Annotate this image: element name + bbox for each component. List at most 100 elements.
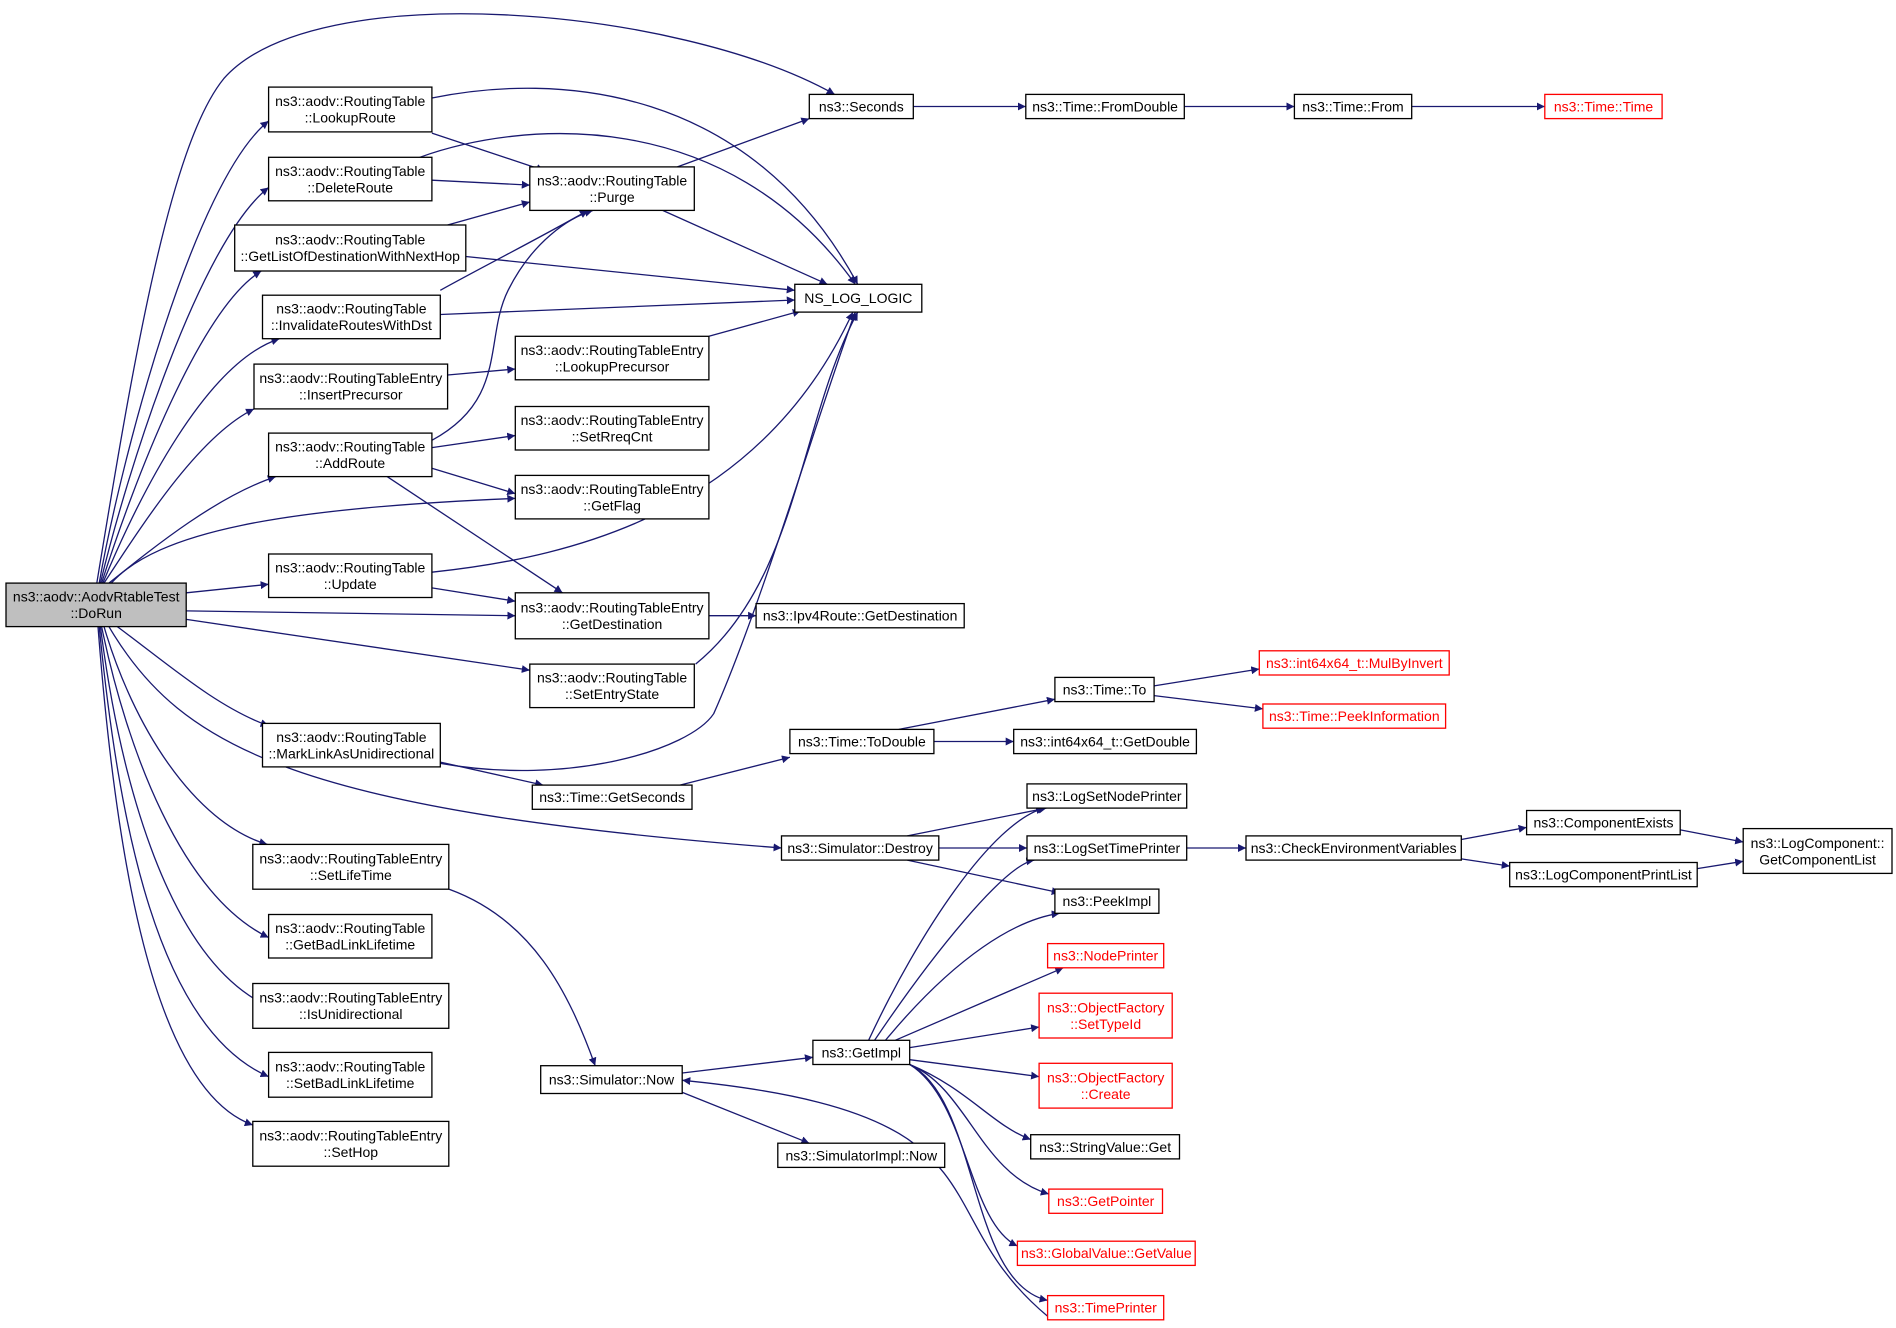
edge-insert-precursor-to-lookup-precursor (447, 365, 516, 376)
node-box (234, 224, 467, 272)
node-set-life-time[interactable]: ns3::aodv::RoutingTableEntry::SetLifeTim… (252, 843, 450, 890)
node-update[interactable]: ns3::aodv::RoutingTable::Update (267, 553, 433, 599)
node-get-destination[interactable]: ns3::aodv::RoutingTableEntry::GetDestina… (514, 592, 710, 640)
node-box (794, 283, 923, 313)
node-label: ::SetEntryState (565, 686, 659, 702)
node-add-route[interactable]: ns3::aodv::RoutingTable::AddRoute (267, 432, 433, 478)
node-time-to[interactable]: ns3::Time::To (1054, 676, 1155, 703)
node-simulator-destroy[interactable]: ns3::Simulator::Destroy (780, 835, 940, 861)
node-peek-information[interactable]: ns3::Time::PeekInformation (1262, 703, 1447, 729)
node-node-printer[interactable]: ns3::NodePrinter (1046, 942, 1165, 969)
node-label: ns3::Time::From (1302, 99, 1403, 115)
node-lookup-precursor[interactable]: ns3::aodv::RoutingTableEntry::LookupPrec… (514, 335, 710, 381)
node-label: ns3::Time::GetSeconds (539, 789, 685, 805)
node-box (1026, 835, 1188, 861)
edge-component-exists-to-get-component-list (1680, 829, 1744, 845)
edge-simulator-destroy-to-peek-impl (907, 859, 1060, 896)
node-box (267, 1051, 433, 1098)
edge-check-env-vars-to-component-exists (1461, 824, 1527, 841)
edge-add-route-to-get-destination (386, 476, 563, 594)
node-box (1054, 888, 1160, 914)
node-purge[interactable]: ns3::aodv::RoutingTable::Purge (529, 166, 695, 212)
node-time-get-seconds[interactable]: ns3::Time::GetSeconds (531, 784, 693, 810)
node-global-value-get-value[interactable]: ns3::GlobalValue::GetValue (1016, 1240, 1196, 1267)
node-box (529, 166, 695, 212)
node-time-from-double[interactable]: ns3::Time::FromDouble (1025, 93, 1185, 120)
edge-mark-link-to-time-get-seconds (440, 761, 544, 788)
node-root[interactable]: ns3::aodv::AodvRtableTest::DoRun (5, 582, 187, 628)
edge-root-to-set-life-time (103, 626, 268, 846)
node-label: ::InsertPrecursor (299, 387, 403, 403)
node-int64-get-double[interactable]: ns3::int64x64_t::GetDouble (1013, 728, 1198, 755)
node-label: ::DoRun (71, 605, 122, 621)
node-delete-route[interactable]: ns3::aodv::RoutingTable::DeleteRoute (267, 156, 433, 202)
edge-add-route-to-purge (431, 208, 593, 441)
node-label: ::IsUnidirectional (299, 1006, 403, 1022)
node-box (261, 294, 441, 340)
node-log-component-print-list[interactable]: ns3::LogComponentPrintList (1509, 861, 1698, 888)
node-box (1013, 728, 1198, 755)
node-object-factory-create[interactable]: ns3::ObjectFactory::Create (1038, 1062, 1173, 1109)
node-set-hop[interactable]: ns3::aodv::RoutingTableEntry::SetHop (252, 1120, 450, 1167)
node-mul-by-invert[interactable]: ns3::int64x64_t::MulByInvert (1258, 650, 1450, 676)
node-ns-log-logic[interactable]: NS_LOG_LOGIC (794, 283, 923, 313)
node-mark-link[interactable]: ns3::aodv::RoutingTable::MarkLinkAsUnidi… (261, 722, 441, 768)
node-time-from[interactable]: ns3::Time::From (1293, 93, 1413, 120)
node-label: ::Update (324, 576, 377, 592)
node-get-bad-link[interactable]: ns3::aodv::RoutingTable::GetBadLinkLifet… (267, 913, 433, 959)
node-label: ns3::int64x64_t::MulByInvert (1266, 655, 1443, 671)
node-invalidate-routes[interactable]: ns3::aodv::RoutingTable::InvalidateRoute… (261, 294, 441, 340)
node-label: ns3::LogSetTimePrinter (1034, 840, 1181, 856)
function-nodes: ns3::aodv::AodvRtableTest::DoRunns3::aod… (5, 86, 1893, 1321)
node-label: ns3::LogComponent:: (1751, 835, 1885, 851)
node-label: ::SetBadLinkLifetime (286, 1075, 415, 1091)
edge-get-impl-to-object-factory-create (909, 1059, 1040, 1080)
node-box (253, 363, 449, 410)
node-box (531, 784, 693, 810)
edge-time-to-to-mul-by-invert (1153, 666, 1260, 687)
node-set-bad-link[interactable]: ns3::aodv::RoutingTable::SetBadLinkLifet… (267, 1051, 433, 1098)
node-set-type-id[interactable]: ns3::ObjectFactory::SetTypeId (1038, 992, 1173, 1039)
node-time-time[interactable]: ns3::Time::Time (1544, 93, 1663, 120)
node-get-list-dest[interactable]: ns3::aodv::RoutingTable::GetListOfDestin… (234, 224, 467, 272)
node-time-to-double[interactable]: ns3::Time::ToDouble (789, 728, 935, 755)
node-get-component-list[interactable]: ns3::LogComponent::GetComponentList (1742, 827, 1893, 875)
node-component-exists[interactable]: ns3::ComponentExists (1525, 809, 1681, 836)
node-get-pointer[interactable]: ns3::GetPointer (1048, 1188, 1164, 1214)
edge-root-to-get-flag (110, 494, 516, 584)
node-check-env-vars[interactable]: ns3::CheckEnvironmentVariables (1245, 835, 1462, 861)
node-get-impl[interactable]: ns3::GetImpl (812, 1039, 911, 1066)
node-label: ns3::aodv::RoutingTable (275, 163, 425, 179)
node-ipv4-get-destination[interactable]: ns3::Ipv4Route::GetDestination (755, 602, 965, 629)
edge-time-printer-to-simulator-now (682, 1077, 1049, 1317)
node-get-flag[interactable]: ns3::aodv::RoutingTableEntry::GetFlag (514, 474, 710, 520)
node-label: ::SetRreqCnt (572, 429, 653, 445)
node-label: ns3::aodv::RoutingTable (275, 1059, 425, 1075)
node-label: ns3::aodv::RoutingTableEntry (259, 851, 442, 867)
node-label: ::GetFlag (583, 497, 641, 513)
node-time-printer[interactable]: ns3::TimePrinter (1046, 1294, 1165, 1321)
node-label: ns3::Simulator::Destroy (787, 840, 933, 856)
node-simulator-impl-now[interactable]: ns3::SimulatorImpl::Now (777, 1142, 946, 1169)
node-peek-impl[interactable]: ns3::PeekImpl (1054, 888, 1160, 914)
node-is-unidirectional[interactable]: ns3::aodv::RoutingTableEntry::IsUnidirec… (252, 982, 450, 1029)
node-box (780, 835, 940, 861)
node-box (1293, 93, 1413, 120)
node-log-set-node-printer[interactable]: ns3::LogSetNodePrinter (1026, 783, 1188, 809)
node-string-value-get[interactable]: ns3::StringValue::Get (1030, 1134, 1181, 1160)
node-label: ns3::Time::ToDouble (798, 734, 926, 750)
node-simulator-now[interactable]: ns3::Simulator::Now (540, 1065, 683, 1095)
edge-time-to-to-peek-information (1154, 694, 1263, 712)
node-label: ns3::GetImpl (822, 1044, 901, 1060)
node-insert-precursor[interactable]: ns3::aodv::RoutingTableEntry::InsertPrec… (253, 363, 449, 410)
edge-check-env-vars-to-log-component-print-list (1461, 858, 1510, 869)
node-log-set-time-printer[interactable]: ns3::LogSetTimePrinter (1026, 835, 1188, 861)
edge-set-life-time-to-simulator-now (448, 888, 597, 1066)
node-box (1509, 861, 1698, 888)
node-lookup-route[interactable]: ns3::aodv::RoutingTable::LookupRoute (267, 86, 433, 133)
node-label: ::LookupRoute (305, 110, 396, 126)
node-seconds[interactable]: ns3::Seconds (808, 93, 914, 120)
node-set-entry-state[interactable]: ns3::aodv::RoutingTable::SetEntryState (529, 663, 695, 709)
node-set-rreq-cnt[interactable]: ns3::aodv::RoutingTableEntry::SetRreqCnt (514, 405, 710, 451)
